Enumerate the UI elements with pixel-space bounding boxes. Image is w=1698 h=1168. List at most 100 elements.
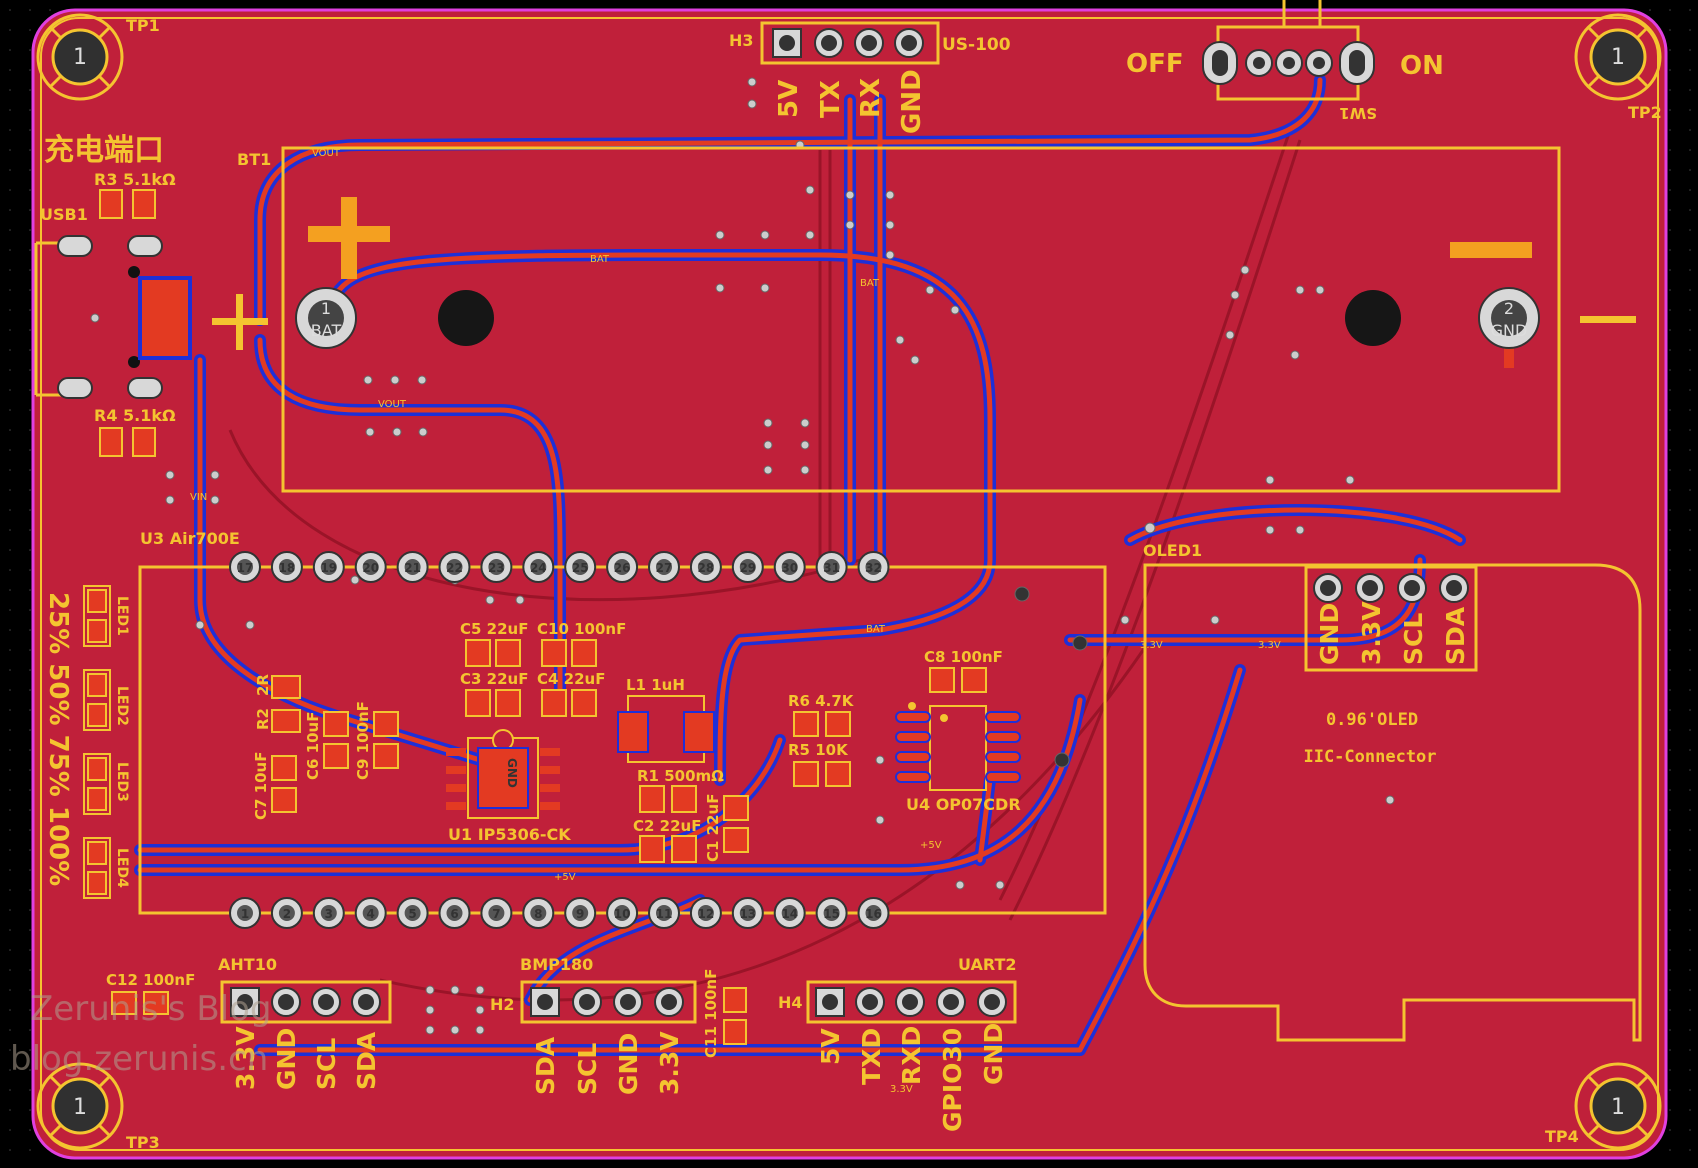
- u3-top-pin-number-19: 19: [320, 561, 337, 575]
- r5-pad-1: [793, 761, 819, 787]
- bmp180-pin-sda: SDA: [531, 1036, 560, 1095]
- battery-pin-2[interactable]: 2 GND: [1478, 287, 1540, 368]
- u3-top-pin-19[interactable]: 19: [312, 551, 345, 583]
- r3-pad-2: [132, 189, 156, 219]
- sw1-off-label: OFF: [1126, 49, 1184, 79]
- u3-bottom-pin-16[interactable]: 16: [857, 897, 890, 929]
- u3-top-pin-24[interactable]: 24: [522, 551, 555, 583]
- oled-pin-scl: SCL: [1399, 613, 1428, 665]
- u3-bottom-pin-number-16: 16: [865, 907, 882, 921]
- uart2-header[interactable]: [806, 980, 1017, 1024]
- u3-bottom-pin-2[interactable]: 2: [270, 897, 303, 929]
- oled1-ref-label: OLED1: [1143, 541, 1202, 560]
- net-label-3v3-1: 3.3V: [1140, 640, 1163, 651]
- tp4-pin-number: 1: [1611, 1095, 1625, 1120]
- u3-top-pin-29[interactable]: 29: [731, 551, 764, 583]
- usb1-ref-label: USB1: [40, 205, 88, 224]
- u3-top-pin-number-20: 20: [362, 561, 379, 575]
- oled-header-pins[interactable]: [1313, 573, 1469, 603]
- header-h3[interactable]: [760, 21, 940, 65]
- u3-top-pin-17[interactable]: 17: [229, 551, 261, 583]
- l1-inductor: [617, 695, 715, 763]
- bmp180-header[interactable]: [520, 980, 697, 1024]
- u3-bottom-pin-7[interactable]: 7: [480, 897, 513, 929]
- u3-top-pin-21[interactable]: 21: [396, 551, 429, 583]
- u3-bottom-pin-12[interactable]: 12: [689, 897, 722, 929]
- u3-top-pin-number-28: 28: [698, 561, 715, 575]
- u3-top-pin-27[interactable]: 27: [648, 551, 680, 583]
- testpoint-tp3[interactable]: 1: [36, 1062, 124, 1150]
- battery-pin-1[interactable]: 1 BAT: [295, 287, 357, 349]
- u3-bottom-pin-number-2: 2: [283, 907, 291, 921]
- c11-label: C11 100nF: [702, 969, 720, 1058]
- u3-top-pin-20[interactable]: 20: [354, 551, 387, 583]
- h3-pin-rx: RX: [856, 78, 886, 118]
- u3-bottom-pin-13[interactable]: 13: [731, 897, 764, 929]
- r6-pad-1: [793, 711, 819, 737]
- battery-pin2-num: 2: [1504, 299, 1514, 318]
- c1-pad-2: [723, 827, 749, 853]
- c2-pad-1: [639, 835, 665, 863]
- u3-top-pin-22[interactable]: 22: [438, 551, 471, 583]
- u3-bottom-pin-number-12: 12: [698, 907, 715, 921]
- led3-label: LED3: [114, 762, 130, 802]
- testpoint-tp2[interactable]: 1: [1574, 13, 1662, 101]
- u3-top-pin-26[interactable]: 26: [606, 551, 639, 583]
- u3-bottom-pin-15[interactable]: 15: [815, 897, 848, 929]
- via-field: [90, 77, 1395, 1035]
- u3-top-pin-23[interactable]: 23: [480, 551, 513, 583]
- left-caps-pads: [271, 711, 399, 813]
- tp3-label: TP3: [126, 1133, 160, 1152]
- power-caps-pads: [465, 639, 597, 717]
- c8-pad-1: [929, 667, 955, 693]
- r2-pad-1: [271, 675, 301, 699]
- r2-pad-2: [271, 709, 301, 733]
- c4-label: C4 22uF: [537, 670, 605, 688]
- u3-bottom-pin-8[interactable]: 8: [522, 897, 555, 929]
- bmp180-pin-gnd: GND: [614, 1033, 643, 1095]
- u3-bottom-pin-3[interactable]: 3: [312, 897, 345, 929]
- u3-top-pin-31[interactable]: 31: [815, 551, 848, 583]
- oled-subtitle: IIC-Connector: [1303, 747, 1436, 767]
- u3-top-pin-number-21: 21: [404, 561, 421, 575]
- u3-bottom-pin-14[interactable]: 14: [773, 897, 806, 929]
- u3-top-pin-30[interactable]: 30: [773, 551, 806, 583]
- u3-bottom-pin-6[interactable]: 6: [438, 897, 471, 929]
- u3-top-pin-32[interactable]: 32: [857, 551, 890, 583]
- led1-label: LED1: [114, 596, 130, 636]
- net-label-3v3-3: 3.3V: [890, 1084, 913, 1095]
- testpoint-tp1[interactable]: 1: [36, 13, 124, 101]
- h4-ref-label: H4: [778, 993, 803, 1012]
- u3-top-pin-28[interactable]: 28: [689, 551, 722, 583]
- usb-connector[interactable]: [34, 235, 192, 399]
- usb-caption: 充电端口: [44, 133, 164, 168]
- u3-bottom-pin-number-5: 5: [408, 907, 416, 921]
- u3-top-pin-18[interactable]: 18: [270, 551, 303, 583]
- u3-top-pin-25[interactable]: 25: [564, 551, 597, 583]
- uart2-pin-5v: 5V: [816, 1028, 845, 1065]
- u3-bottom-pin-5[interactable]: 5: [396, 897, 429, 929]
- u3-bottom-pin-4[interactable]: 4: [354, 897, 387, 929]
- u3-ref-label: U3 Air700E: [140, 529, 240, 548]
- aht10-header[interactable]: [220, 980, 392, 1024]
- u4-opamp: [895, 702, 1021, 791]
- u3-top-pin-row: 17 18 19 20 21 22 23 24 25 26 27 28 29 30 31 32: [229, 551, 890, 583]
- testpoint-tp4[interactable]: 1: [1574, 1062, 1662, 1150]
- oled-title: 0.96'OLED: [1326, 710, 1418, 730]
- c9-label: C9 100nF: [354, 701, 372, 780]
- watermark-line1: Zerunis's Blog: [30, 989, 271, 1029]
- tp1-label: TP1: [126, 16, 160, 35]
- r3-label: R3 5.1kΩ: [94, 170, 176, 189]
- r1-label: R1 500mΩ: [637, 767, 724, 785]
- led4-label: LED4: [114, 848, 130, 888]
- switch-sw1[interactable]: [1202, 0, 1375, 101]
- c3-label: C3 22uF: [460, 670, 528, 688]
- u3-bottom-pin-10[interactable]: 10: [606, 897, 639, 929]
- uart2-pin-txd: TXD: [857, 1028, 886, 1085]
- u3-bottom-pin-11[interactable]: 11: [648, 897, 680, 929]
- u3-bottom-pin-1[interactable]: 1: [229, 897, 261, 929]
- u3-bottom-pin-number-1: 1: [241, 907, 249, 921]
- u3-bottom-pin-9[interactable]: 9: [564, 897, 597, 929]
